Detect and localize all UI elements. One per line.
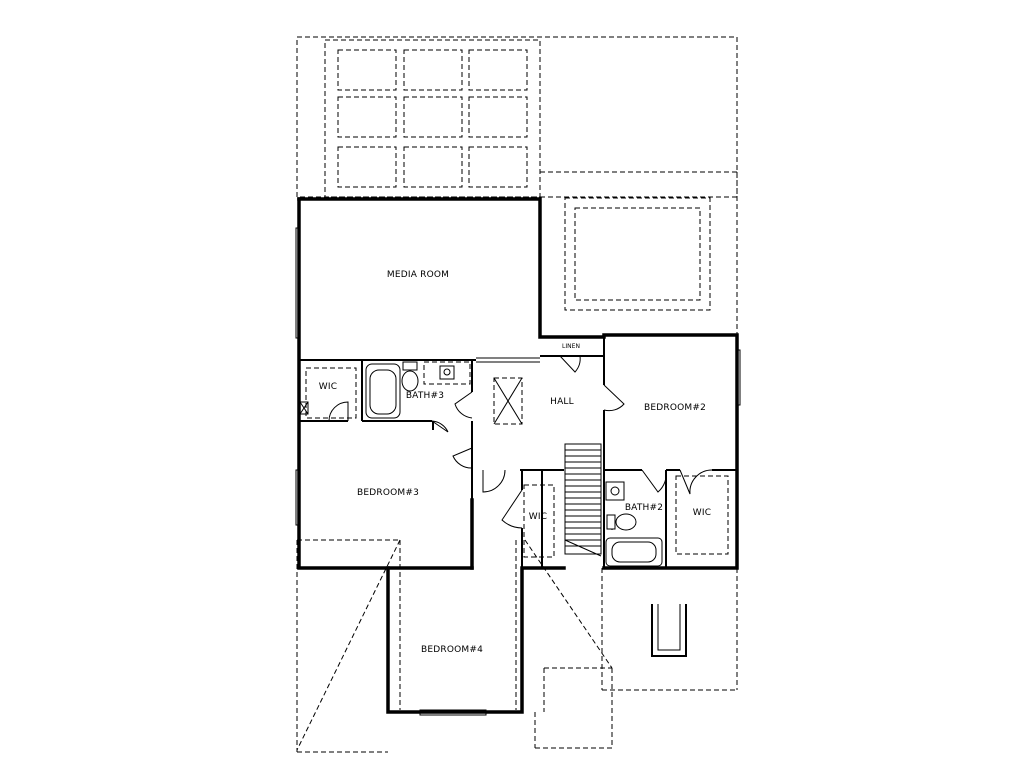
doors	[328, 355, 713, 530]
linen-label: LINEN	[562, 343, 580, 350]
skylight-panel	[468, 49, 528, 91]
room-labels: MEDIA ROOM LINEN WIC BATH#3 HALL BEDROOM…	[319, 270, 711, 655]
bath2-label: BATH#2	[625, 503, 663, 513]
stair-break-line	[564, 539, 602, 557]
stair-frame	[564, 443, 602, 555]
bath3-label: BATH#3	[406, 391, 444, 401]
media-room-label: MEDIA ROOM	[387, 270, 449, 280]
wic-left-label: WIC	[319, 382, 337, 392]
bedroom2-label: BEDROOM#2	[644, 403, 706, 413]
skylight-panel	[337, 49, 397, 91]
bedroom4-label: BEDROOM#4	[421, 645, 483, 655]
skylight-panel	[403, 146, 463, 188]
wic-center-label: WIC	[529, 512, 547, 522]
fixtures	[295, 227, 741, 716]
skylight-grid	[337, 49, 528, 188]
hall-label: HALL	[550, 397, 574, 407]
staircase	[564, 443, 602, 557]
wic-right-label: WIC	[693, 508, 711, 518]
interior-walls	[299, 337, 737, 568]
bedroom3-label: BEDROOM#3	[357, 488, 419, 498]
skylight-panel	[468, 146, 528, 188]
roof-outlines	[296, 36, 738, 753]
exterior-walls	[297, 197, 739, 714]
skylight-panel	[337, 146, 397, 188]
skylight-panel	[403, 49, 463, 91]
skylight-panel	[403, 96, 463, 138]
skylight-panel	[468, 96, 528, 138]
skylight-panel	[337, 96, 397, 138]
